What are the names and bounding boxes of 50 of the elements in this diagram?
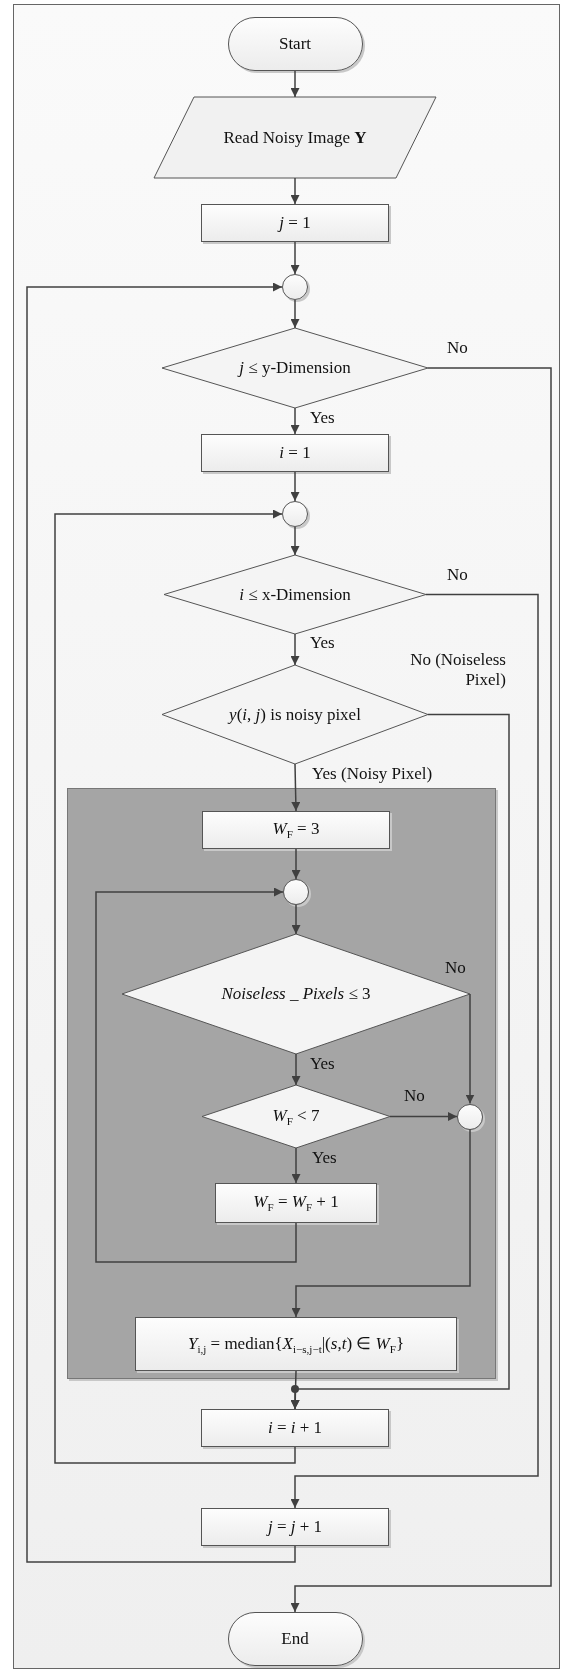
arrow xyxy=(290,526,300,556)
process-box: i = 1 xyxy=(201,434,389,472)
arrow xyxy=(291,904,301,935)
arrow xyxy=(291,1053,301,1086)
arrow xyxy=(465,993,475,1105)
arrow xyxy=(26,282,296,1563)
edge-label: Yes xyxy=(310,633,335,653)
connector-circle xyxy=(457,1103,483,1130)
arrow xyxy=(290,1370,300,1410)
terminal-box: Start xyxy=(227,17,363,71)
edge-label: No xyxy=(447,565,468,585)
edge-label: Yes xyxy=(310,408,335,428)
arrow xyxy=(290,593,539,1509)
arrow xyxy=(291,848,301,880)
edge-label: No xyxy=(404,1086,425,1106)
input-text: Read Noisy Image Y xyxy=(223,127,367,148)
edge-label: Yes xyxy=(312,1148,337,1168)
shaded-region xyxy=(67,788,496,1379)
terminal-box: End xyxy=(227,1612,363,1666)
arrow xyxy=(54,509,296,1464)
edge-label: No xyxy=(445,958,466,978)
condition-text: Noiseless _ Pixels ≤ 3 xyxy=(221,984,371,1004)
arrow xyxy=(291,763,301,812)
arrow xyxy=(389,1112,458,1121)
arrow xyxy=(291,1147,301,1184)
edge-label: No xyxy=(447,338,468,358)
condition-text: j ≤ y-Dimension xyxy=(239,358,351,378)
condition-text: y(i, j) is noisy pixel xyxy=(229,704,361,725)
arrow xyxy=(290,241,300,275)
arrow xyxy=(290,633,300,666)
edge-label: Yes (Noisy Pixel) xyxy=(312,764,433,784)
connector-circle xyxy=(283,879,309,905)
arrow xyxy=(290,407,300,435)
condition-text: W$_{F}$ < 7 xyxy=(272,1105,320,1128)
arrow xyxy=(291,1128,471,1318)
process-box: i = i + 1 xyxy=(201,1409,389,1447)
process-box: j = j + 1 xyxy=(201,1508,389,1546)
arrow xyxy=(290,299,300,329)
edge-label: No (Noiseless Pixel) xyxy=(409,650,506,690)
process-box: Y$_{i,j}$ = median{X$_{i−s,j−t}$|(s,t) ∈ W$_{F}$} xyxy=(135,1317,457,1371)
condition-text: i ≤ x-Dimension xyxy=(239,584,351,605)
arrow xyxy=(290,177,300,205)
arrow xyxy=(290,367,552,1613)
edge-label: Yes xyxy=(310,1054,335,1074)
arrow xyxy=(290,471,300,502)
arrow xyxy=(95,887,297,1263)
process-box: W$_{F}$ = W$_{F}$ + 1 xyxy=(215,1183,377,1223)
process-box: j = 1 xyxy=(201,204,389,242)
arrow xyxy=(290,70,300,98)
process-box: W$_{F}$ = 3 xyxy=(202,811,390,849)
